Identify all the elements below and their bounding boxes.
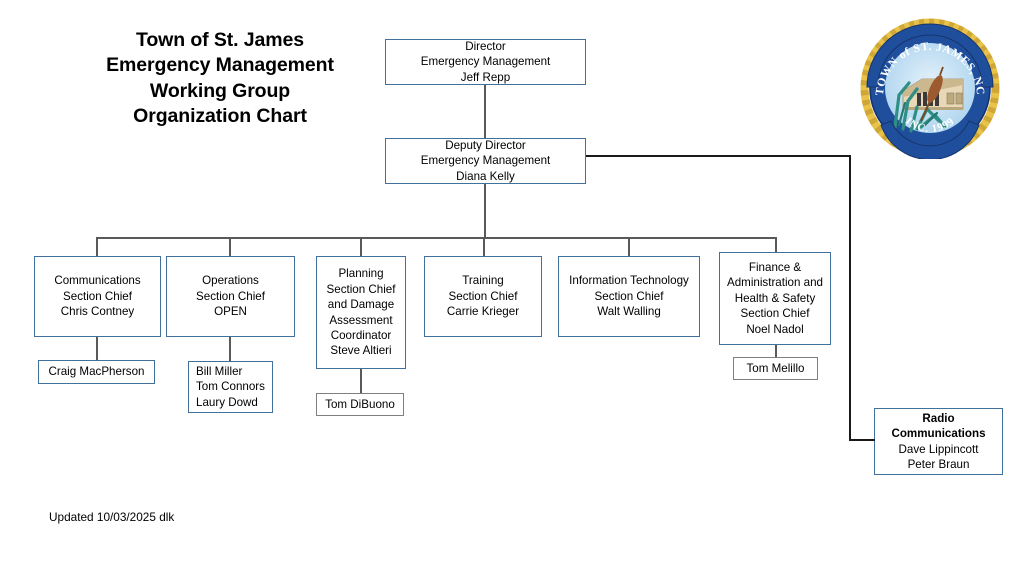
node-deputy-director[interactable]: Deputy Director Emergency Management Dia…	[385, 138, 586, 184]
node-radio-communications-line-3: Dave Lippincott	[898, 442, 979, 456]
connector-deputy-to-radio-horizontal-top	[586, 155, 851, 158]
node-training-line-1: Training	[462, 274, 504, 288]
connector-director-to-deputy	[484, 85, 487, 138]
node-planning-line-1: Planning	[338, 267, 384, 281]
node-finance-admin-line-3: Health & Safety	[734, 291, 816, 305]
node-communications-line-3: Chris Contney	[60, 305, 135, 319]
connector-bus	[96, 237, 777, 240]
node-information-technology[interactable]: Information Technology Section Chief Wal…	[558, 256, 700, 337]
connector-communications-to-staff	[96, 337, 99, 360]
node-information-technology-line-1: Information Technology	[569, 274, 689, 288]
node-deputy-director-title: Deputy Director	[445, 138, 526, 152]
node-finance-admin-staff-line-1: Tom Melillo	[746, 361, 805, 375]
node-finance-admin-staff[interactable]: Tom Melillo	[733, 357, 818, 380]
connector-bus-to-operations	[229, 237, 232, 256]
node-planning[interactable]: Planning Section Chief and Damage Assess…	[316, 256, 406, 369]
node-finance-admin-line-4: Section Chief	[740, 307, 810, 321]
node-communications-staff-line-1: Craig MacPherson	[48, 365, 145, 379]
page-title-line-1: Town of St. James	[135, 29, 305, 51]
node-deputy-director-dept: Emergency Management	[420, 154, 551, 168]
svg-text:INC. 1999: INC. 1999	[903, 115, 957, 135]
node-radio-communications-line-4: Peter Braun	[907, 457, 970, 471]
connector-finance-admin-to-staff	[775, 345, 778, 357]
node-finance-admin-line-5: Noel Nadol	[746, 322, 804, 336]
node-communications-line-1: Communications	[54, 274, 141, 288]
connector-operations-to-staff	[229, 337, 232, 361]
page-title: Town of St. James Emergency Management W…	[74, 28, 366, 129]
connector-bus-to-planning	[360, 237, 363, 256]
node-planning-staff[interactable]: Tom DiBuono	[316, 393, 404, 416]
node-radio-communications-line-1: Radio	[922, 411, 955, 425]
node-planning-line-4: Assessment	[329, 313, 393, 327]
node-planning-line-3: and Damage	[327, 298, 395, 312]
node-operations[interactable]: Operations Section Chief OPEN	[166, 256, 295, 337]
node-radio-communications[interactable]: Radio Communications Dave Lippincott Pet…	[874, 408, 1003, 475]
node-planning-line-5: Coordinator	[330, 328, 392, 342]
node-finance-admin[interactable]: Finance & Administration and Health & Sa…	[719, 252, 831, 345]
node-operations-line-1: Operations	[202, 274, 259, 288]
page-title-line-3: Working Group	[149, 79, 291, 102]
node-communications-line-2: Section Chief	[63, 289, 132, 303]
page-title-line-4: Organization Chart	[133, 105, 307, 128]
connector-deputy-to-radio-vertical	[849, 155, 852, 441]
node-operations-staff-line-2: Tom Connors	[196, 380, 265, 394]
node-communications[interactable]: Communications Section Chief Chris Contn…	[34, 256, 161, 337]
connector-bus-to-finance-admin	[775, 237, 778, 252]
node-director[interactable]: Director Emergency Management Jeff Repp	[385, 39, 586, 85]
node-director-dept: Emergency Management	[420, 55, 551, 69]
connector-deputy-to-bus	[484, 184, 487, 239]
connector-planning-to-staff	[360, 369, 363, 393]
page-title-line-2: Emergency Management	[106, 54, 334, 77]
node-director-person: Jeff Repp	[460, 70, 511, 84]
node-planning-line-6: Steve Altieri	[330, 344, 392, 358]
node-operations-staff[interactable]: Bill Miller Tom Connors Laury Dowd	[188, 361, 273, 413]
updated-footer: Updated 10/03/2025 dlk	[49, 510, 175, 524]
connector-bus-to-training	[483, 237, 486, 256]
node-communications-staff[interactable]: Craig MacPherson	[38, 360, 155, 384]
node-operations-line-3: OPEN	[214, 305, 247, 319]
node-finance-admin-line-2: Administration and	[726, 276, 824, 290]
node-training-line-2: Section Chief	[448, 289, 518, 303]
connector-bus-to-information-technology	[628, 237, 631, 256]
node-training-line-3: Carrie Krieger	[446, 305, 520, 319]
node-operations-line-2: Section Chief	[196, 289, 265, 303]
node-information-technology-line-3: Walt Walling	[597, 305, 661, 319]
node-radio-communications-line-2: Communications	[891, 427, 986, 441]
node-operations-staff-line-1: Bill Miller	[196, 364, 243, 378]
node-training[interactable]: Training Section Chief Carrie Krieger	[424, 256, 542, 337]
node-operations-staff-line-3: Laury Dowd	[196, 395, 258, 409]
seal-bottom-text: INC. 1999	[903, 115, 956, 135]
town-seal-logo: TOWN of ST. JAMES, NC INC. 1999	[858, 16, 1002, 161]
node-director-title: Director	[465, 39, 506, 53]
node-planning-line-2: Section Chief	[326, 282, 396, 296]
connector-bus-to-communications	[96, 237, 99, 256]
node-information-technology-line-2: Section Chief	[594, 289, 664, 303]
node-finance-admin-line-1: Finance &	[748, 260, 802, 274]
node-planning-staff-line-1: Tom DiBuono	[325, 397, 395, 411]
connector-deputy-to-radio-horizontal-bottom	[849, 439, 875, 442]
node-deputy-director-person: Diana Kelly	[456, 169, 515, 183]
